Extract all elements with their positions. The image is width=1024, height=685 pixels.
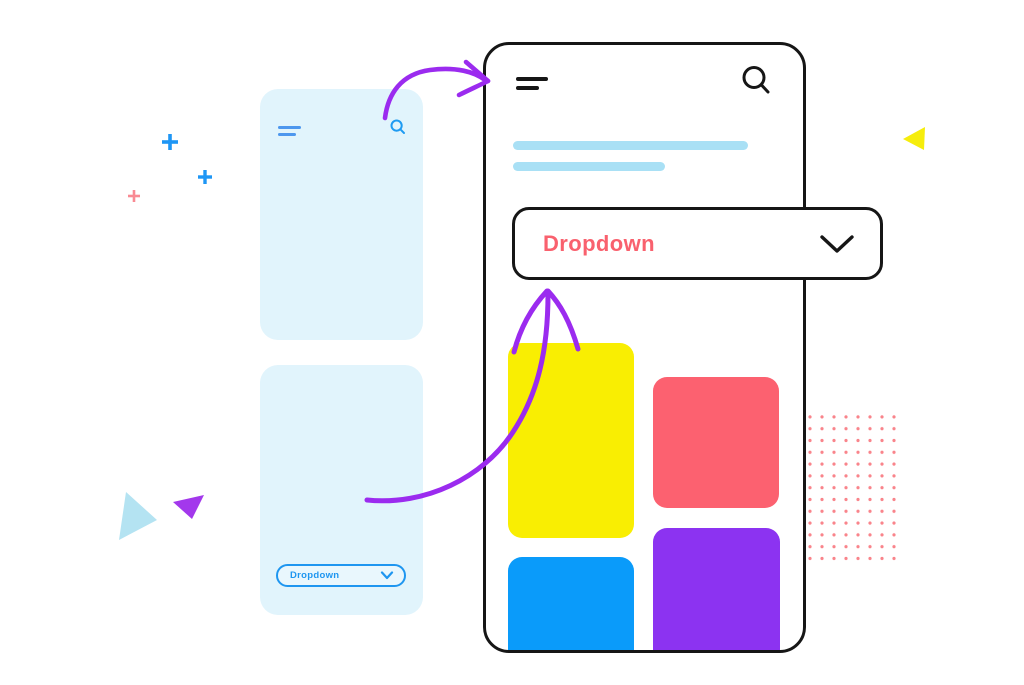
search-icon[interactable] [390,119,406,135]
yellow-triangle [903,127,925,150]
chevron-down-icon [380,571,394,580]
skeleton-text-line [513,141,748,150]
light-blue-triangle [119,492,157,540]
content-tile-yellow [508,343,634,538]
content-tile-blue [508,557,634,650]
content-tile-coral [653,377,779,508]
mini-screen-card-bottom: Dropdown [260,365,423,615]
dropdown-label: Dropdown [543,230,655,256]
phone-mockup [483,42,806,653]
purple-triangle [173,495,204,519]
search-icon[interactable] [741,65,771,95]
plus-icon [162,134,178,150]
skeleton-text-line [513,162,665,171]
mini-screen-card-top [260,89,423,340]
dropdown-button[interactable]: Dropdown [512,207,883,280]
chevron-down-icon [820,234,854,253]
mini-dropdown-label: Dropdown [290,569,340,581]
mini-dropdown-button[interactable]: Dropdown [276,564,406,587]
dot-grid-pattern [804,411,901,565]
plus-icon [128,190,140,202]
plus-icon [198,170,212,184]
content-tile-purple [653,528,780,650]
